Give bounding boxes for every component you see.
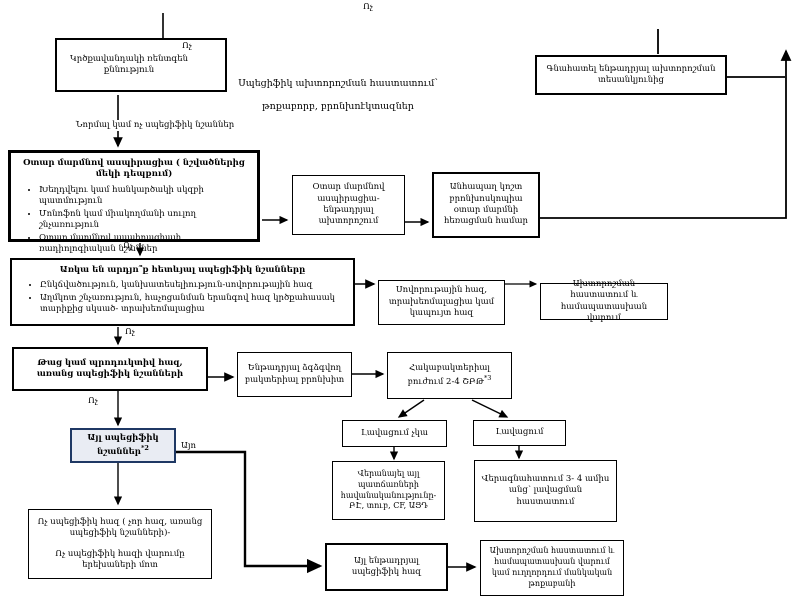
node-dx-confirm-text: Ախտորոշման հաստատում և համապատասխան վարո… bbox=[560, 278, 648, 323]
spacer bbox=[33, 540, 207, 549]
specific-dx-note-line2: թոքաբորբ, բրոնխոէկտազներ bbox=[262, 101, 414, 112]
node-nonspecific-cough: Ոչ սպեցիֆիկ հազ ( չոր հազ, առանց սպեցիֆի… bbox=[28, 509, 212, 579]
node-dx-confirm-refer-text: Ախտորոշման հաստատում և համապատասխան վարո… bbox=[489, 546, 615, 588]
node-pbb-text: Ենթադրյալ ձգձգվող բակտերիալ բրոնխիտ bbox=[244, 363, 345, 385]
node-other-presumed-text: Այլ ենթադրյալ սպեցիֆիկ հազ bbox=[351, 555, 422, 577]
node-specific-signs-bullets: Ընկճվածություն, կանխատեսելիություն-սովոր… bbox=[16, 280, 349, 316]
node-habit-cough-text: Սովորութային հազ, տրախեոմալացիա կամ կապո… bbox=[388, 285, 495, 319]
node-no-improvement-text: Լավացում չկա bbox=[360, 427, 429, 438]
node-evaluate-text: Գնահատել ենթադրյալ ախտորոշման տեսանկյուն… bbox=[546, 63, 716, 85]
node-specific-signs-title: Առկա են արդյո՞ք հետևյալ սպեցիֆիկ նշաններ… bbox=[59, 265, 306, 275]
node-improvement-text: Լավացում bbox=[495, 427, 544, 438]
label-no-3: Ոչ bbox=[88, 396, 98, 406]
node-other-specific-signs: Այլ սպեցիֆիկ նշաններ*2 bbox=[70, 428, 176, 463]
fb-bullet: Մոնոֆոն կամ միակողմանի սուլող շնչառությո… bbox=[39, 209, 251, 232]
node-fb-presumed: Օտար մարմնով ասպիրացիա- ենթադրյալ ախտորո… bbox=[292, 175, 405, 235]
node-dx-confirm: Ախտորոշման հաստատում և համապատասխան վարո… bbox=[540, 279, 668, 323]
other-specific-footnote: *2 bbox=[140, 444, 149, 453]
label-no-2: Ոչ bbox=[125, 327, 135, 337]
node-reassess: Վերագնահատում 3- 4 ամիս անց՝ լավացման հա… bbox=[474, 460, 617, 522]
connector-bronchoscopy-to-top bbox=[540, 49, 792, 219]
antibiotics-footnote: *3 bbox=[483, 374, 492, 383]
node-other-presumed: Այլ ենթադրյալ սպեցիֆիկ հազ bbox=[325, 543, 448, 591]
node-antibiotics: Հակաբակտերիալ բուժում 2-4 ՇԲԹ*3 bbox=[387, 352, 512, 399]
node-habit-cough: Սովորութային հազ, տրախեոմալացիա կամ կապո… bbox=[378, 280, 505, 325]
node-reconsider-text: Վերանայել այլ պատճառների հավանականությու… bbox=[340, 468, 437, 511]
node-reassess-text: Վերագնահատում 3- 4 ամիս անց՝ լավացման հա… bbox=[481, 473, 610, 507]
node-bronchoscopy-text: Անհապաղ կոշտ բրոնխոսկոպիա օտար մարմնի հե… bbox=[444, 182, 528, 227]
node-bronchoscopy: Անհապաղ կոշտ բրոնխոսկոպիա օտար մարմնի հե… bbox=[432, 172, 540, 238]
node-chest-xray-text: Կրծքավանդակի ռենտգեն քննություն bbox=[69, 53, 189, 75]
node-wet-cough: Թաց կամ պրոդուկտիվ հազ, առանց սպեցիֆիկ ն… bbox=[12, 347, 208, 391]
fb-bullet: Օտար մարմնով ասպիրացիայի ռադիոլոգիական ն… bbox=[39, 233, 251, 256]
connector-othersigns-to-otherpresumed bbox=[176, 450, 323, 574]
node-improvement: Լավացում bbox=[473, 420, 566, 446]
label-no-1: Ոչ bbox=[123, 241, 133, 251]
node-fb-aspiration: Օտար մարմնով ասպիրացիա ( նշվածներից մեկի… bbox=[8, 150, 260, 254]
label-yes: Այո bbox=[181, 441, 197, 451]
node-nonspecific-cough-line1: Ոչ սպեցիֆիկ հազ ( չոր հազ, առանց սպեցիֆի… bbox=[37, 516, 203, 539]
node-pbb: Ենթադրյալ ձգձգվող բակտերիալ բրոնխիտ bbox=[237, 352, 352, 397]
node-specific-signs: Առկա են արդյո՞ք հետևյալ սպեցիֆիկ նշաններ… bbox=[10, 258, 355, 326]
node-no-improvement: Լավացում չկա bbox=[342, 420, 447, 447]
arrow-antibiotics-to-improve bbox=[471, 399, 509, 418]
arrow-antibiotics-to-noimprove bbox=[397, 399, 425, 418]
node-evaluate: Գնահատել ենթադրյալ ախտորոշման տեսանկյուն… bbox=[535, 55, 727, 95]
node-reconsider: Վերանայել այլ պատճառների հավանականությու… bbox=[332, 461, 445, 520]
node-fb-aspiration-title: Օտար մարմնով ասպիրացիա ( նշվածներից մեկի… bbox=[23, 158, 245, 180]
node-other-specific-signs-text: Այլ սպեցիֆիկ նշաններ*2 bbox=[87, 432, 159, 457]
label-no-top: Ոչ bbox=[363, 2, 373, 12]
node-chest-xray: Կրծքավանդակի ռենտգեն քննություն bbox=[55, 38, 227, 92]
node-wet-cough-text: Թաց կամ պրոդուկտիվ հազ, առանց սպեցիֆիկ ն… bbox=[36, 357, 184, 379]
signs-bullet: Ընկճվածություն, կանխատեսելիություն-սովոր… bbox=[40, 280, 347, 291]
label-normal-nonspecific: Նորմալ կամ ոչ սպեցիֆիկ նշաններ bbox=[57, 120, 253, 132]
specific-dx-note-line1: Սպեցիֆիկ ախտորոշման հաստատում՝ bbox=[238, 78, 438, 89]
specific-dx-note: Սպեցիֆիկ ախտորոշման հաստատում՝ թոքաբորբ,… bbox=[222, 72, 454, 118]
label-no-xray: Ոչ bbox=[182, 41, 192, 51]
fb-bullet: Խեղդվելու կամ հանկարծակի սկզբի պատմությո… bbox=[39, 185, 251, 208]
node-dx-confirm-refer: Ախտորոշման հաստատում և համապատասխան վարո… bbox=[480, 540, 624, 596]
node-antibiotics-text: Հակաբակտերիալ բուժում 2-4 ՇԲԹ*3 bbox=[407, 362, 492, 387]
node-fb-aspiration-bullets: Խեղդվելու կամ հանկարծակի սկզբի պատմությո… bbox=[15, 185, 253, 257]
node-nonspecific-cough-line2: Ոչ սպեցիֆիկ հազի վարումը երեխաների մոտ bbox=[55, 548, 185, 570]
node-fb-presumed-text: Օտար մարմնով ասպիրացիա- ենթադրյալ ախտորո… bbox=[312, 182, 385, 227]
signs-bullet: Աղմկոտ շնչառություն, հաչոցանման երանգով … bbox=[40, 293, 347, 316]
